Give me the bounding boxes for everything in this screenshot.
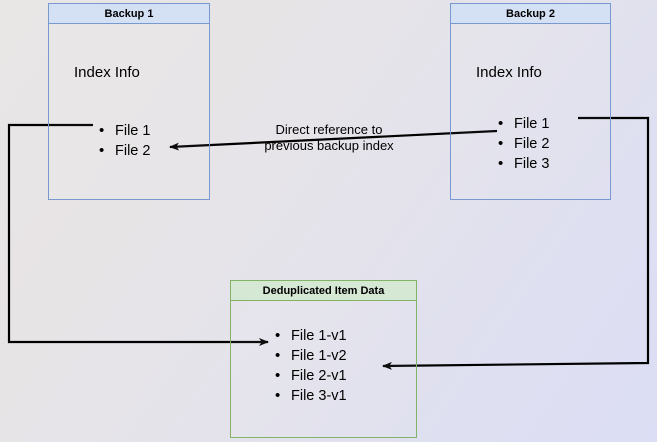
node-backup-2[interactable]: Backup 2 Index Info File 1 File 2 File 3 <box>450 3 611 200</box>
list-item: File 1 <box>498 114 549 134</box>
node-backup-1-header: Backup 1 <box>48 3 210 24</box>
node-dedup-header: Deduplicated Item Data <box>230 280 417 301</box>
list-item: File 2-v1 <box>275 366 347 386</box>
node-backup-1[interactable]: Backup 1 Index Info File 1 File 2 <box>48 3 210 200</box>
node-backup-1-body: Index Info File 1 File 2 <box>48 24 210 200</box>
list-item: File 1 <box>99 121 150 141</box>
edge-backup2-to-dedup <box>382 116 650 370</box>
dedup-file-list: File 1-v1 File 1-v2 File 2-v1 File 3-v1 <box>275 326 347 406</box>
backup-2-index-info-label: Index Info <box>476 64 542 81</box>
list-item: File 2 <box>99 141 150 161</box>
direct-reference-label: Direct reference to previous backup inde… <box>264 122 394 153</box>
node-backup-2-header: Backup 2 <box>450 3 611 24</box>
node-dedup-body: File 1-v1 File 1-v2 File 2-v1 File 3-v1 <box>230 301 417 438</box>
list-item: File 1-v2 <box>275 346 347 366</box>
backup-1-index-info-label: Index Info <box>74 64 140 81</box>
edge-direct-reference <box>169 129 498 151</box>
list-item: File 3 <box>498 154 549 174</box>
backup-2-file-list: File 1 File 2 File 3 <box>498 114 549 174</box>
edge-backup1-to-dedup <box>7 123 269 346</box>
list-item: File 1-v1 <box>275 326 347 346</box>
list-item: File 3-v1 <box>275 386 347 406</box>
node-backup-2-body: Index Info File 1 File 2 File 3 <box>450 24 611 200</box>
list-item: File 2 <box>498 134 549 154</box>
backup-1-file-list: File 1 File 2 <box>99 121 150 161</box>
node-deduplicated-item-data[interactable]: Deduplicated Item Data File 1-v1 File 1-… <box>230 280 417 438</box>
